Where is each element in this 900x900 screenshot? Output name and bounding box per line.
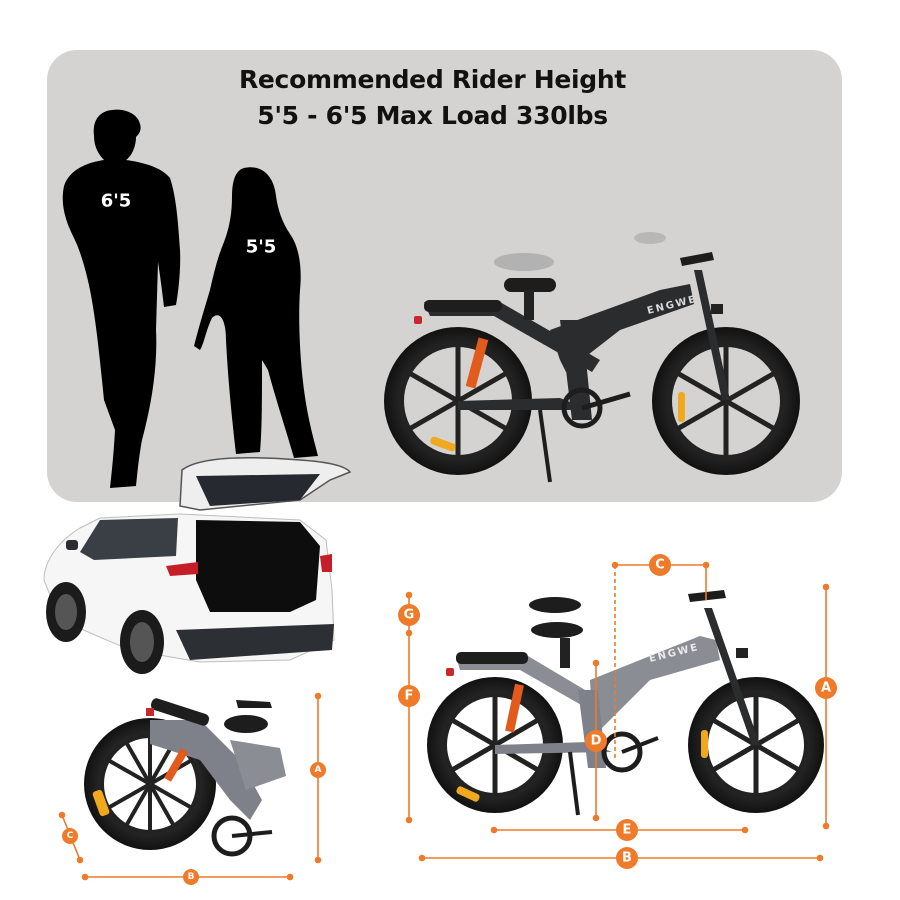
- folded-marker-c: C: [62, 828, 78, 844]
- svg-text:A: A: [821, 681, 831, 696]
- marker-d: D: [585, 730, 607, 752]
- marker-b: B: [616, 847, 638, 869]
- marker-a: A: [815, 677, 837, 699]
- headline-line-1: Recommended Rider Height: [238, 65, 627, 94]
- black-ebike-image: ENGWE: [384, 232, 800, 483]
- folded-marker-a: A: [310, 762, 326, 778]
- svg-text:A: A: [315, 765, 322, 775]
- woman-silhouette: [194, 167, 318, 459]
- marker-c: C: [649, 554, 671, 576]
- folded-marker-b: B: [183, 869, 199, 885]
- svg-text:F: F: [405, 689, 414, 704]
- man-height-label: 6'5: [101, 191, 132, 212]
- svg-text:B: B: [622, 851, 632, 866]
- man-silhouette: [62, 109, 181, 489]
- suv-with-open-trunk-image: [43, 456, 352, 674]
- svg-text:C: C: [67, 831, 74, 841]
- folded-ebike-image: [84, 698, 286, 857]
- svg-text:G: G: [404, 608, 415, 623]
- svg-text:E: E: [623, 823, 632, 838]
- svg-text:B: B: [188, 872, 195, 882]
- headline: Recommended Rider Height 5'5 - 6'5 Max L…: [0, 62, 865, 134]
- gray-ebike-image: ENGWE: [427, 590, 824, 816]
- marker-g: G: [398, 604, 420, 626]
- marker-e: E: [616, 819, 638, 841]
- marker-f: F: [398, 685, 420, 707]
- woman-height-label: 5'5: [246, 237, 277, 258]
- svg-text:D: D: [591, 734, 602, 749]
- headline-line-2: 5'5 - 6'5 Max Load 330lbs: [257, 101, 608, 130]
- svg-text:C: C: [655, 558, 665, 573]
